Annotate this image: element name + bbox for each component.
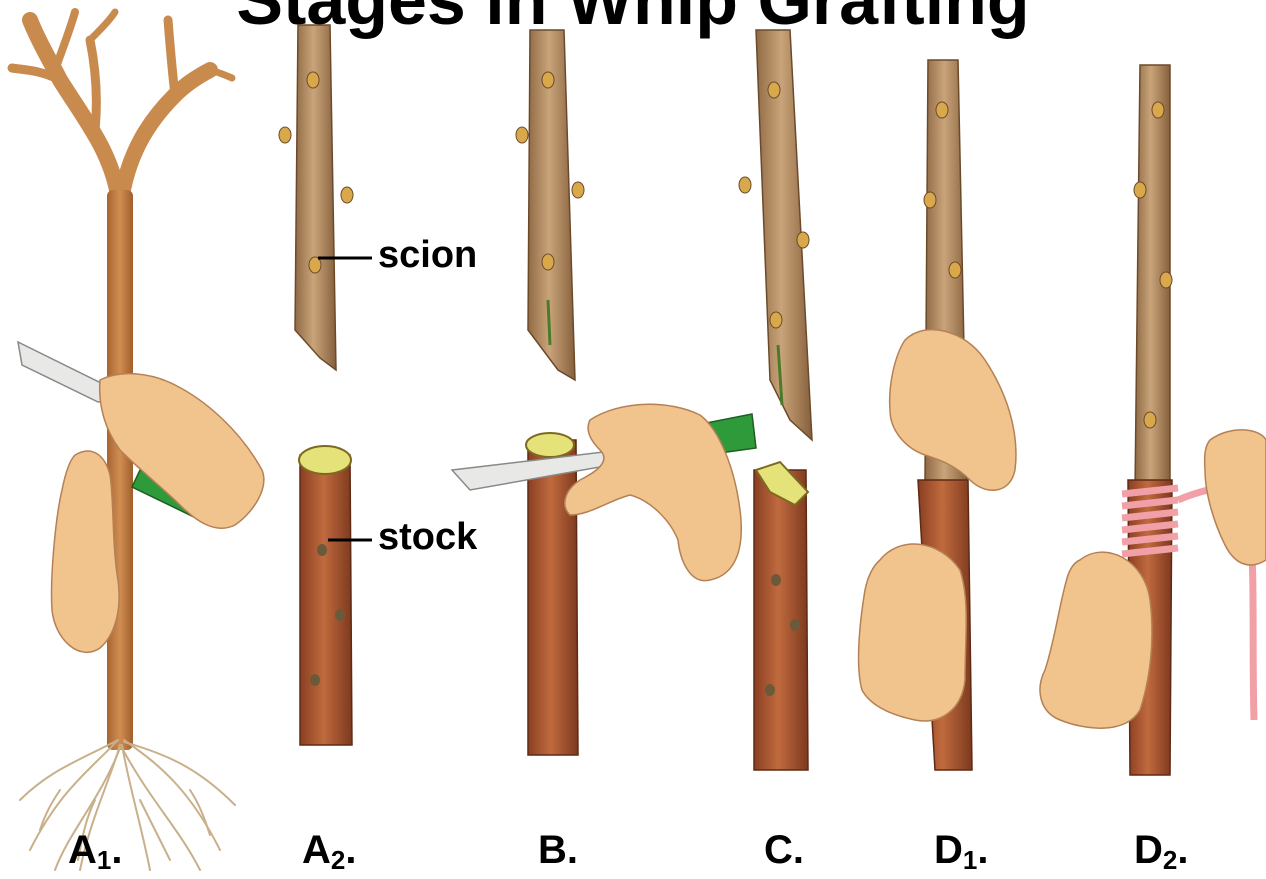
stage-label-c: C. bbox=[764, 828, 804, 873]
stage-d2 bbox=[1040, 65, 1266, 775]
stage-label-d2: D2. bbox=[1134, 828, 1188, 876]
stage-label-a1: A1. bbox=[68, 828, 122, 876]
stage-label-a2: A2. bbox=[302, 828, 356, 876]
tree-trunk bbox=[107, 190, 133, 750]
scion-label: scion bbox=[378, 234, 477, 277]
stock-label: stock bbox=[378, 516, 477, 559]
tree-branches bbox=[12, 12, 232, 195]
stage-c bbox=[739, 30, 812, 770]
stage-a1-tree bbox=[12, 12, 264, 870]
hand-icon bbox=[565, 404, 741, 580]
stage-d1 bbox=[859, 60, 1016, 770]
stage-label-d1: D1. bbox=[934, 828, 988, 876]
stage-a2 bbox=[279, 25, 372, 745]
roots bbox=[20, 740, 235, 870]
stage-label-b: B. bbox=[538, 828, 578, 873]
stock-cut-face bbox=[299, 446, 351, 474]
stage-b bbox=[452, 30, 756, 755]
stock-stick bbox=[754, 470, 808, 770]
hand-icon bbox=[52, 374, 264, 653]
stock-stick bbox=[300, 455, 352, 745]
